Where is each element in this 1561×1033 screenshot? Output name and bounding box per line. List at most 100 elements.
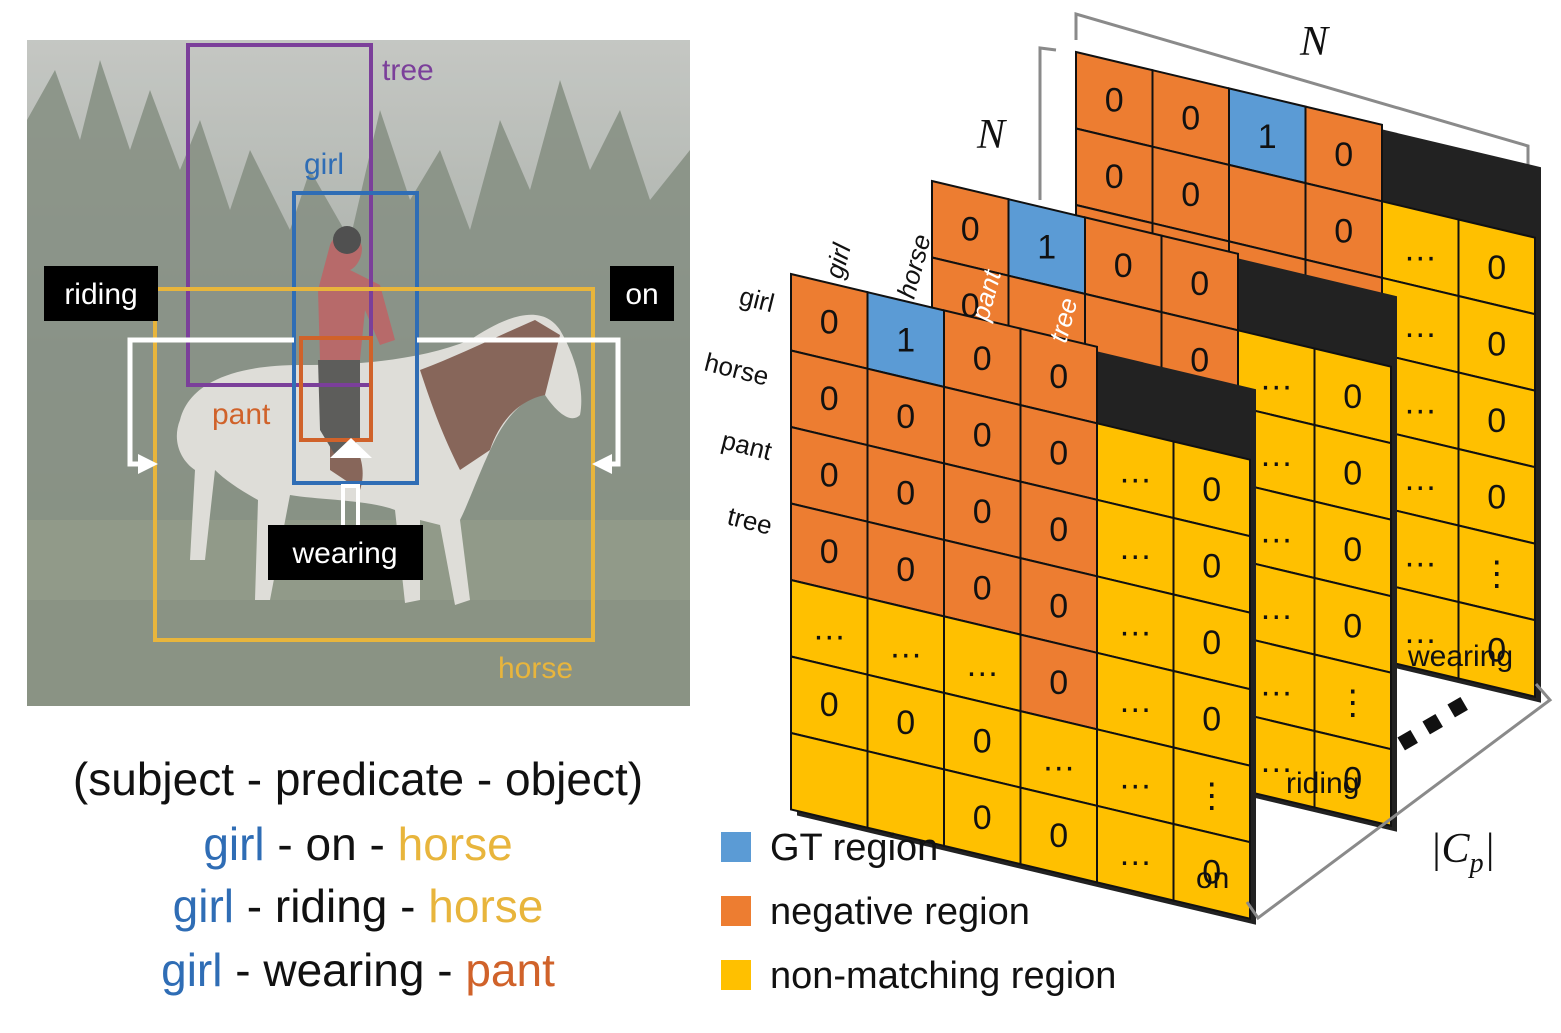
tag-riding-bg	[44, 266, 158, 321]
cell-value: 1	[1037, 229, 1056, 267]
cell-value: 0	[1343, 607, 1362, 645]
bbox-label-girl: girl	[304, 148, 344, 181]
cell-value: 0	[820, 533, 839, 571]
arrow-wearing-head	[330, 438, 372, 458]
cell-value: …	[1118, 835, 1152, 873]
arrow-riding	[127, 337, 294, 474]
bbox-pant	[299, 336, 373, 442]
cell-value: 0	[896, 551, 915, 589]
legend-label-gt: GT region	[770, 827, 938, 869]
cell-value: …	[1259, 436, 1293, 474]
cell-value: …	[889, 628, 923, 666]
cell-value: ⋮	[1480, 555, 1514, 593]
cell-value: 0	[1181, 100, 1200, 138]
photo-panel: tree girl pant horse riding on wearing	[27, 40, 690, 706]
cell-value: …	[1403, 307, 1437, 345]
cell-value: 0	[1334, 212, 1353, 250]
photo-dim-overlay	[27, 40, 690, 706]
cell-value: …	[1259, 513, 1293, 551]
cell-value: …	[1118, 529, 1152, 567]
slice-label-wearing: wearing	[1407, 640, 1513, 673]
cell-value: …	[812, 609, 846, 647]
legend-swatch-nonmatching	[721, 960, 751, 990]
cell-value: 0	[973, 799, 992, 837]
cell-value: 0	[896, 475, 915, 513]
tag-wearing: wearing	[291, 537, 397, 570]
col-label-horse: horse	[891, 231, 937, 302]
cell-value: 0	[896, 398, 915, 436]
cell-value: …	[1403, 460, 1437, 498]
dim-label-back: N	[1299, 19, 1330, 65]
caption-sep: -	[222, 944, 263, 996]
caption-row-1-object: horse	[398, 818, 513, 870]
cell-value: 0	[973, 416, 992, 454]
cell-value: 0	[820, 686, 839, 724]
cell-value: 0	[1181, 176, 1200, 214]
cell-value: 0	[1202, 624, 1221, 662]
cell-value: 0	[1190, 341, 1209, 379]
tag-wearing-bg	[268, 525, 423, 580]
cell-value: 1	[1258, 118, 1277, 156]
cell-value: …	[1118, 606, 1152, 644]
cell-value: 0	[1487, 631, 1506, 669]
cell-value: 0	[1049, 817, 1068, 855]
cell-value: …	[1259, 360, 1293, 398]
cell-value: 0	[1343, 378, 1362, 416]
cell-value: 0	[1487, 402, 1506, 440]
cell-value: 0	[1049, 358, 1068, 396]
caption-sep: -	[234, 880, 275, 932]
legend-label-negative: negative region	[770, 891, 1030, 933]
cell-value: 0	[1049, 434, 1068, 472]
cell-value: ⋮	[1336, 684, 1370, 722]
caption-row-3-object: pant	[465, 944, 555, 996]
cell-value: …	[1118, 453, 1152, 491]
caption-row-1: girl - on - horse	[203, 818, 512, 870]
tensor-slices: 0 0 1 0 0 0 0 … 0 0 0 … 0 … 0 … 0 … ⋮ … 0 0 1 0 0 0 0 … 0 0 0 … 0 … 0 … 0 … ⋮ ……	[790, 50, 1541, 925]
cell-value: 0	[973, 569, 992, 607]
legend-label-nonmatching: non-matching region	[770, 955, 1116, 997]
caption-row-2-object: horse	[428, 880, 543, 932]
cell-value: …	[1259, 589, 1293, 627]
cell-value: 0	[973, 493, 992, 531]
cell-value: 0	[1202, 471, 1221, 509]
cell-value: 0	[973, 722, 992, 760]
tag-on-bg	[610, 266, 674, 321]
cell-value: 0	[1334, 136, 1353, 174]
caption-row-2: girl - riding - horse	[173, 880, 544, 932]
depth-label-main: |C	[1430, 826, 1471, 872]
bracket-top-back	[1074, 11, 1530, 168]
cell-value: 0	[1487, 249, 1506, 287]
cell-value: 0	[820, 380, 839, 418]
cell-value: ⋮	[1195, 777, 1229, 815]
caption-row-3-subject: girl	[161, 944, 222, 996]
caption-row-1-subject: girl	[203, 818, 264, 870]
cell-value: 0	[1343, 531, 1362, 569]
bracket-depth	[1245, 683, 1553, 921]
cell-value: 0	[1202, 853, 1221, 891]
bbox-tree	[186, 43, 373, 387]
legend-swatch-negative	[721, 896, 751, 926]
row-label-tree: tree	[725, 501, 776, 541]
cell-value: 0	[1049, 664, 1068, 702]
legend-swatch-gt	[721, 832, 751, 862]
cell	[1172, 822, 1251, 920]
cell-value: 0	[1202, 547, 1221, 585]
caption-row-2-subject: girl	[173, 880, 234, 932]
cell-value: …	[1259, 666, 1293, 704]
cell-value: …	[1403, 231, 1437, 269]
cell-value: …	[965, 646, 999, 684]
bbox-label-horse: horse	[498, 652, 573, 685]
cell	[1313, 729, 1392, 827]
row-label-girl: girl	[737, 281, 778, 318]
tensor-diagram: N N 0010000…000…0…0…0…⋮…0010000…000…0…0……	[702, 11, 1553, 925]
slice-label-riding: riding	[1286, 767, 1359, 800]
bracket-top-mid	[1038, 46, 1057, 200]
row-label-pant: pant	[719, 425, 776, 467]
cell-value: 0	[896, 704, 915, 742]
cell-value: …	[1118, 682, 1152, 720]
cell-value: 0	[1049, 511, 1068, 549]
bbox-label-tree: tree	[382, 54, 434, 87]
arrow-on	[417, 337, 621, 474]
cell	[1457, 600, 1536, 698]
cell-value: …	[1042, 740, 1076, 778]
